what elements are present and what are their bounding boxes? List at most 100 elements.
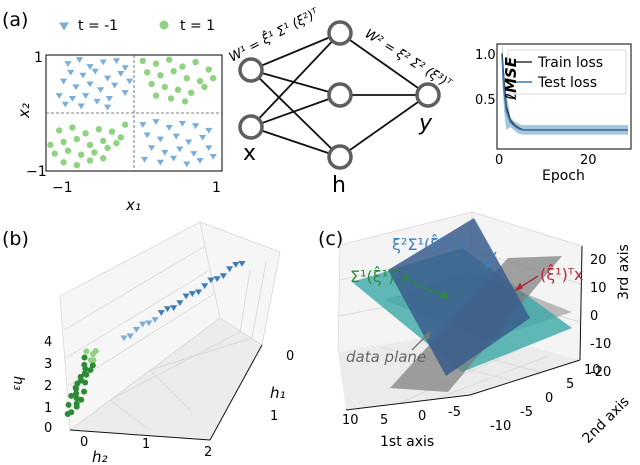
input-node-2 (238, 114, 264, 140)
scatter-point-neg (205, 127, 213, 134)
b-ytick-0: 0 (286, 349, 294, 364)
label-data-plane: data plane (346, 348, 426, 366)
b-point-neg (232, 262, 240, 268)
c-ytick-5: 5 (566, 377, 574, 392)
c-ytick-10: 10 (584, 363, 601, 378)
scatter-point-pos (56, 127, 63, 134)
label-xi: ξ²Σ¹(ξ̂¹)ᵀx (392, 234, 467, 254)
scatter-xtick-right: 1 (212, 180, 221, 196)
b-point-neg (219, 273, 227, 279)
scatter-point-neg (93, 98, 101, 105)
scatter-point-pos (60, 159, 67, 166)
pane-3d-b (59, 221, 281, 441)
scatter-point-neg (86, 64, 94, 70)
c-xlabel: 1st axis (380, 434, 434, 450)
b-point-pos (72, 384, 79, 391)
b-xtick-2: 2 (204, 445, 212, 460)
b-ylabel: h₁ (270, 384, 286, 402)
b-zlabel: h₃ (10, 376, 26, 391)
b-point-pos (81, 361, 88, 368)
hidden-node-3 (327, 144, 353, 170)
b-xtick-0: 0 (80, 435, 88, 450)
legend-test-label: Test loss (537, 75, 597, 91)
scatter-point-neg (99, 59, 107, 66)
node-label-h: h (332, 173, 346, 198)
scatter-point-neg (104, 104, 112, 111)
b-ztick-4: 4 (44, 335, 52, 350)
node-label-y: y (418, 111, 433, 136)
c-ytick-m5: -5 (520, 405, 533, 420)
b-point-neg (139, 321, 147, 328)
scatter-point-pos (69, 124, 76, 131)
input-node-1 (238, 57, 264, 83)
c-ztick-m10: -10 (590, 337, 611, 352)
scatter-point-neg (55, 93, 63, 99)
scatter-point-pos (139, 57, 146, 64)
scatter-point-neg (152, 119, 160, 125)
scatter-point-pos (179, 63, 186, 70)
scatter-point-neg (178, 120, 186, 127)
surface-xi (388, 218, 530, 376)
scatter-point-neg (140, 156, 149, 163)
c-xtick-0: 0 (418, 409, 426, 424)
b-ztick-1: 1 (44, 401, 52, 416)
scatter-point-pos (82, 130, 89, 137)
scatter-point-neg (72, 84, 80, 91)
scatter-point-neg (199, 134, 207, 141)
scatter-point-pos (113, 139, 120, 147)
hidden-node-1 (327, 20, 353, 46)
b-point-pos (92, 348, 99, 355)
c-ztick-m20: -20 (590, 365, 611, 380)
c-ytick-0: 0 (545, 391, 553, 406)
scatter-point-neg (184, 139, 193, 146)
label-sigma: Σ¹(ξ̂¹)ᵀx (350, 266, 410, 286)
scatter-point-neg (165, 124, 173, 131)
scatter-point-pos (86, 141, 94, 149)
scatter-point-neg (112, 58, 120, 65)
scatter-point-pos (170, 68, 177, 75)
b-point-pos (78, 377, 85, 384)
scatter-point-neg (172, 133, 180, 140)
b-point-pos (81, 388, 88, 395)
b-point-pos (87, 366, 94, 373)
scatter-point-neg (111, 82, 119, 89)
scatter-point-pos (51, 150, 58, 157)
scatter-point-neg (96, 87, 105, 94)
scatter-point-neg (82, 93, 90, 99)
scatter-point-pos (108, 128, 116, 135)
b-point-pos (83, 348, 90, 355)
scatter-ylabel: x₂ (15, 103, 33, 119)
scatter-point-neg (60, 78, 68, 85)
c-ytick-m10: -10 (490, 419, 511, 434)
scatter-point-neg (67, 69, 75, 76)
scatter-point-neg (205, 145, 213, 152)
label-hat: (ξ̂¹)ᵀx (540, 264, 583, 284)
scatter-xlabel: x₁ (125, 196, 141, 214)
b-ztick-3: 3 (44, 357, 52, 372)
b-point-pos (87, 357, 94, 364)
scatter-point-neg (156, 136, 164, 143)
scatter-point-pos (60, 138, 67, 146)
b-point-neg (176, 300, 184, 307)
test-loss-line (501, 58, 628, 131)
legend-label-pos: t = 1 (180, 18, 215, 34)
scatter-point-neg (190, 151, 198, 157)
scatter-point-neg (121, 90, 129, 96)
scatter-point-neg (64, 61, 72, 67)
b-point-neg (182, 293, 190, 300)
scatter-point-neg (86, 81, 94, 88)
b-xlabel: h₂ (92, 448, 108, 465)
scatter-point-pos (167, 95, 175, 102)
scatter-point-neg (68, 95, 76, 102)
b-point-neg (163, 306, 172, 313)
c-xtick-10: 10 (342, 413, 359, 428)
scatter-point-neg (196, 158, 204, 164)
scatter-point-pos (161, 83, 168, 91)
scatter-point-neg (79, 72, 87, 79)
scatter-point-pos (73, 135, 81, 143)
scatter-point-neg (105, 95, 113, 102)
c-xtick-m5: -5 (448, 405, 461, 420)
scatter-point-pos (95, 126, 103, 133)
scatter-point-pos (201, 83, 208, 91)
loss-chart: Train loss Test loss (496, 39, 632, 150)
